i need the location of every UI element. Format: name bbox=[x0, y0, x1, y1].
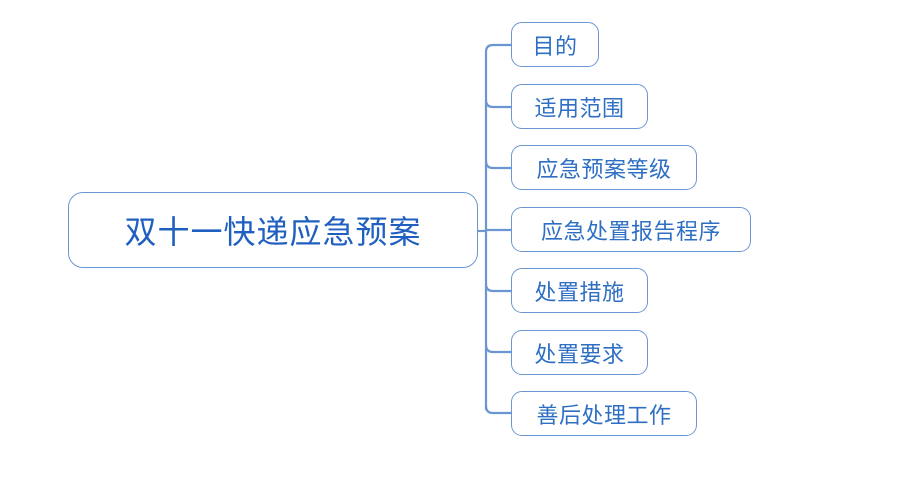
child-node-label: 处置措施 bbox=[534, 279, 625, 305]
child-node-aftermath-work[interactable]: 善后处理工作 bbox=[511, 391, 697, 436]
connector-branch-4 bbox=[484, 283, 511, 293]
connector-branch-0 bbox=[484, 43, 511, 53]
child-node-requirements[interactable]: 处置要求 bbox=[511, 330, 648, 375]
child-node-scope[interactable]: 适用范围 bbox=[511, 84, 648, 129]
root-node-label: 双十一快递应急预案 bbox=[124, 214, 422, 250]
child-node-label: 应急处置报告程序 bbox=[540, 218, 721, 244]
connector-branch-2 bbox=[484, 160, 511, 170]
child-node-measures[interactable]: 处置措施 bbox=[511, 268, 648, 313]
child-node-label: 善后处理工作 bbox=[536, 402, 672, 428]
child-node-label: 适用范围 bbox=[534, 95, 625, 121]
child-node-label: 应急预案等级 bbox=[536, 156, 672, 182]
connector-branch-6 bbox=[484, 405, 511, 415]
child-node-label: 处置要求 bbox=[534, 341, 625, 367]
connector-branch-1 bbox=[484, 99, 511, 109]
connector-branch-5 bbox=[484, 344, 511, 354]
child-node-reporting-procedure[interactable]: 应急处置报告程序 bbox=[511, 207, 751, 252]
root-node[interactable]: 双十一快递应急预案 bbox=[68, 192, 478, 268]
child-node-label: 目的 bbox=[532, 33, 578, 59]
child-node-plan-level[interactable]: 应急预案等级 bbox=[511, 145, 697, 190]
child-node-purpose[interactable]: 目的 bbox=[511, 22, 599, 67]
